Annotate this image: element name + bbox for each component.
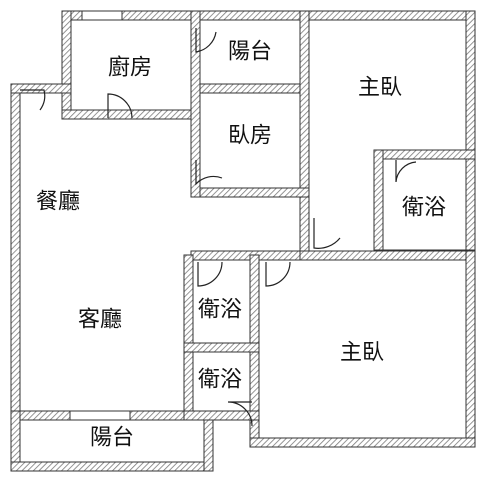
wall-segment [61,10,475,21]
room-label-dining: 餐廳 [36,190,80,215]
door-master-bedroom-top [313,218,341,249]
wall-segment [465,250,476,448]
wall-segment [299,250,476,261]
window-kitchen [81,10,123,21]
wall-segment [465,10,476,260]
door-balcony-top [195,28,217,53]
room-label-kitchen: 廚房 [108,56,152,81]
wall-segment [199,83,301,94]
door-bath-middle [197,261,223,287]
wall-segment [183,342,260,353]
wall-segment [199,187,310,198]
door-kitchen [107,93,133,119]
windows [69,10,131,421]
room-labels: 廚房 陽台 主臥 臥房 衛浴 餐廳 客廳 衛浴 衛浴 主臥 陽台 [36,40,446,451]
door-dining-entry [20,89,46,111]
room-label-balcony-top: 陽台 [228,40,272,65]
door-bedroom [195,160,223,186]
room-label-bedroom: 臥房 [228,124,272,149]
wall-segment [10,461,212,472]
wall-segment [249,437,476,448]
room-label-living: 客廳 [78,308,122,333]
wall-segment [10,83,21,421]
door-master-bedroom-bottom [265,261,291,287]
wall-segment [373,149,384,259]
wall-segment [183,254,194,416]
wall-segment [10,410,21,470]
wall-segment [10,83,72,94]
wall-segment [183,410,260,421]
door-bath-master [395,160,417,183]
wall-segment [373,149,476,160]
room-label-bath-middle: 衛浴 [198,298,242,323]
room-label-balcony-bottom: 陽台 [90,426,134,451]
wall-segment [190,10,201,198]
room-label-bath-master: 衛浴 [402,196,446,221]
room-label-bath-lower: 衛浴 [198,368,242,393]
door-bath-lower [227,401,253,427]
wall-segment [299,10,310,252]
window-balcony-bottom [69,410,131,421]
room-label-master-bedroom-top: 主臥 [358,76,402,101]
wall-segment [61,10,72,120]
room-label-master-bedroom-bottom: 主臥 [340,341,384,366]
doors [20,28,417,427]
